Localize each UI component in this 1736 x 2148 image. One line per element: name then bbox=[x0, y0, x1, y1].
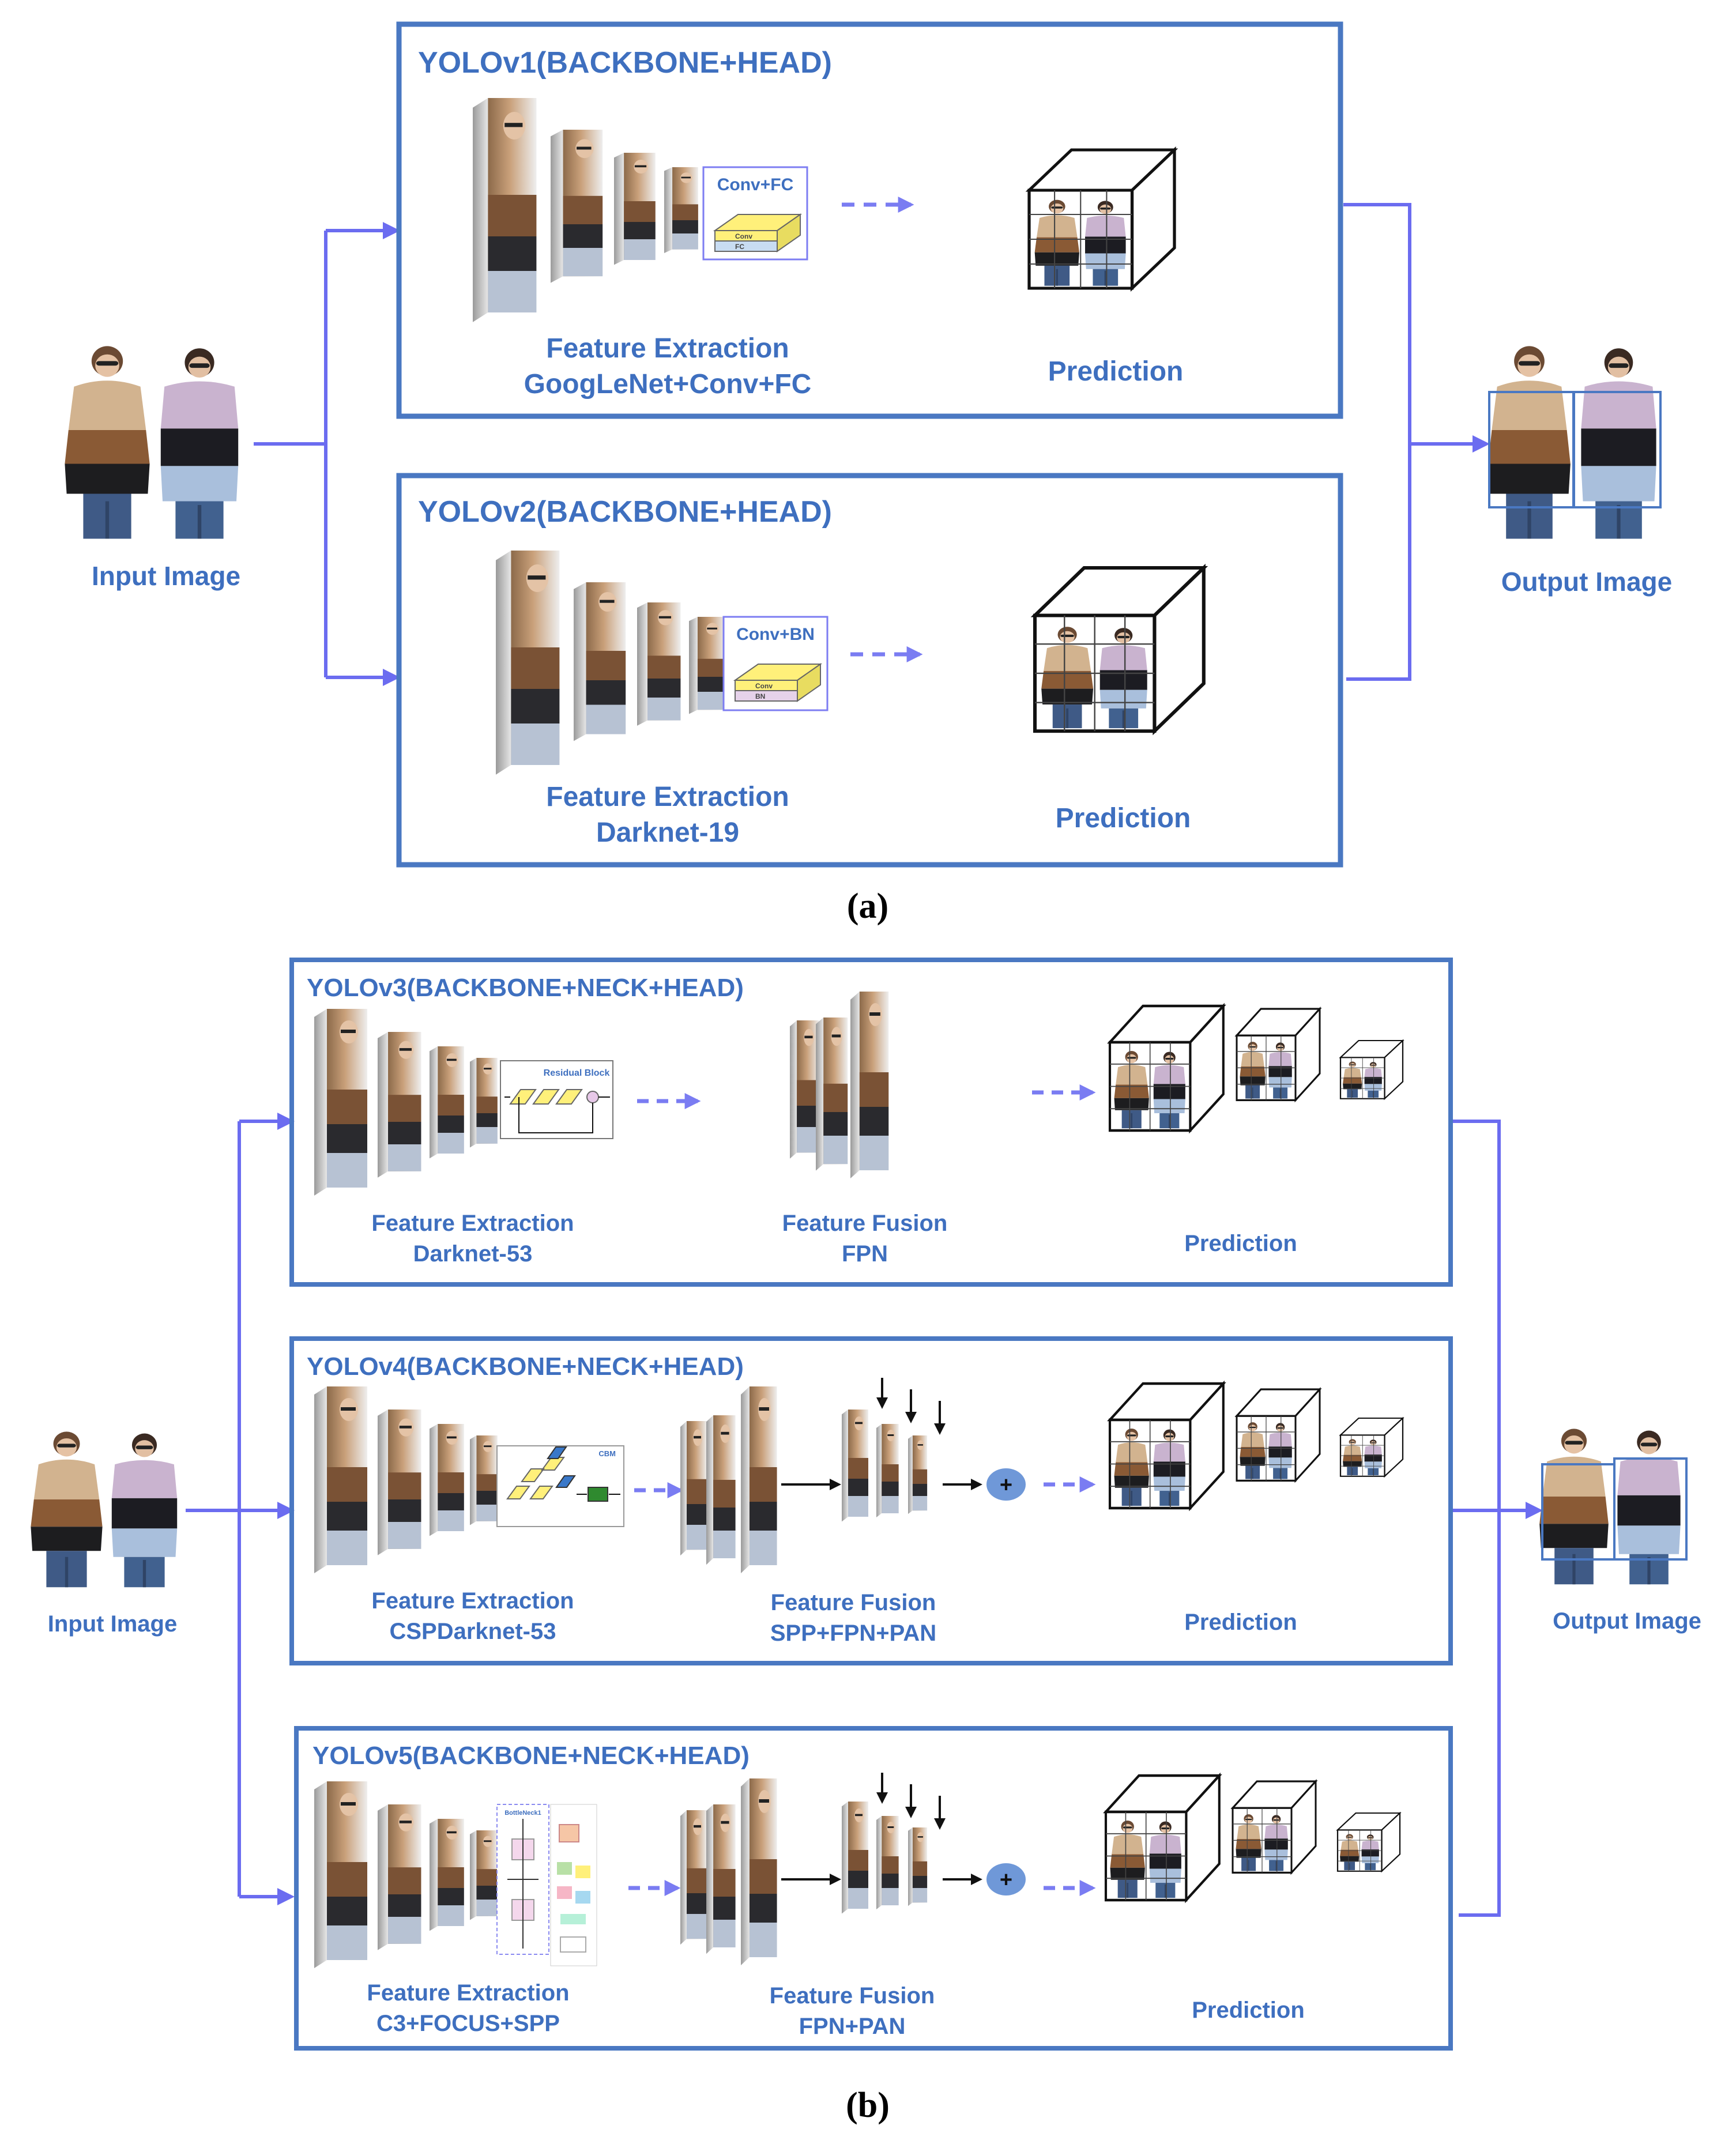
yolov5-fusion-arrows bbox=[781, 1773, 982, 1885]
yolov4-feature-line1: Feature Extraction bbox=[371, 1588, 574, 1614]
svg-text:Conv: Conv bbox=[735, 232, 752, 240]
yolov4-feature-line2: CSPDarknet-53 bbox=[389, 1619, 556, 1644]
yolov3-residual-block: Residual Block bbox=[500, 1060, 613, 1139]
svg-text:Conv+BN: Conv+BN bbox=[736, 625, 815, 644]
yolov1-box: YOLOv1(BACKBONE+HEAD) Conv+FC Conv FC Fe… bbox=[396, 21, 1343, 419]
yolov5-box: YOLOv5(BACKBONE+NECK+HEAD) BottleNeck1 bbox=[294, 1726, 1453, 2051]
yolov5-c3-block: BottleNeck1 bbox=[496, 1804, 597, 1966]
yolov2-conv-bn-block: Conv+BN Conv BN bbox=[722, 616, 829, 711]
yolov3-backbone-layers bbox=[314, 1009, 498, 1196]
yolov5-prediction-cubes bbox=[1106, 1776, 1400, 1900]
yolov5-feature-line1: Feature Extraction bbox=[367, 1980, 569, 2006]
panel-a-input-image bbox=[65, 346, 239, 539]
yolov1-prediction-cube bbox=[1029, 150, 1174, 288]
yolov3-neck-layers bbox=[790, 992, 889, 1178]
yolov1-feature-line1: Feature Extraction bbox=[546, 333, 789, 364]
yolov1-backbone-layers bbox=[473, 98, 698, 322]
yolov4-cbm-block: CBM bbox=[496, 1445, 624, 1527]
yolov3-fusion-line1: Feature Fusion bbox=[782, 1211, 948, 1236]
yolov2-box: YOLOv2(BACKBONE+HEAD) Conv+BN Conv BN Fe… bbox=[396, 473, 1343, 868]
yolov2-prediction-label: Prediction bbox=[1056, 803, 1191, 834]
yolov3-fusion-line2: FPN bbox=[842, 1241, 888, 1267]
svg-text:Conv+FC: Conv+FC bbox=[717, 175, 794, 194]
yolov5-prediction-label: Prediction bbox=[1192, 1998, 1305, 2023]
yolov4-plus-node: + bbox=[986, 1468, 1026, 1501]
yolov1-title: YOLOv1(BACKBONE+HEAD) bbox=[418, 46, 832, 80]
yolov1-conv-fc-block: Conv+FC Conv FC bbox=[702, 166, 808, 261]
yolov3-prediction-cubes bbox=[1110, 1006, 1403, 1130]
yolov4-prediction-cubes bbox=[1110, 1384, 1403, 1508]
yolov3-feature-line1: Feature Extraction bbox=[371, 1211, 574, 1236]
yolov5-title: YOLOv5(BACKBONE+NECK+HEAD) bbox=[312, 1742, 750, 1770]
panel-a-input-label: Input Image bbox=[92, 561, 240, 591]
yolov3-title: YOLOv3(BACKBONE+NECK+HEAD) bbox=[307, 974, 744, 1002]
panel-b-output-image bbox=[1539, 1429, 1688, 1585]
yolov1-feature-line2: GoogLeNet+Conv+FC bbox=[524, 369, 812, 400]
yolov3-box: YOLOv3(BACKBONE+NECK+HEAD) Residual Bloc… bbox=[289, 958, 1453, 1287]
svg-text:+: + bbox=[1000, 1868, 1012, 1892]
yolov3-feature-line2: Darknet-53 bbox=[413, 1241, 533, 1267]
panel-b-output-label: Output Image bbox=[1553, 1608, 1701, 1634]
yolov5-plus-node: + bbox=[986, 1863, 1026, 1895]
yolov5-backbone-layers bbox=[314, 1781, 498, 1968]
svg-text:BN: BN bbox=[755, 692, 765, 700]
yolov2-backbone-layers bbox=[496, 551, 725, 775]
svg-text:Conv: Conv bbox=[755, 682, 773, 690]
yolov2-feature-line2: Darknet-19 bbox=[596, 817, 739, 848]
yolov4-neck-layers bbox=[680, 1386, 928, 1573]
yolov5-fusion-line1: Feature Fusion bbox=[770, 1983, 935, 2008]
panel-a-output-image bbox=[1488, 346, 1662, 539]
panel-b-connectors bbox=[186, 1113, 1543, 1917]
yolov4-fusion-line2: SPP+FPN+PAN bbox=[770, 1621, 936, 1646]
yolov5-neck-layers bbox=[680, 1778, 928, 1965]
yolov2-title: YOLOv2(BACKBONE+HEAD) bbox=[418, 495, 832, 529]
yolov2-feature-line1: Feature Extraction bbox=[546, 782, 789, 812]
yolov3-prediction-label: Prediction bbox=[1184, 1231, 1297, 1256]
panel-b-caption: (b) bbox=[846, 2086, 890, 2125]
svg-text:CBM: CBM bbox=[598, 1449, 616, 1458]
yolov4-backbone-layers bbox=[314, 1386, 498, 1573]
panel-b-input-label: Input Image bbox=[48, 1611, 177, 1637]
yolov4-title: YOLOv4(BACKBONE+NECK+HEAD) bbox=[307, 1352, 744, 1381]
yolov4-prediction-label: Prediction bbox=[1184, 1610, 1297, 1635]
panel-b-input-image bbox=[31, 1431, 178, 1588]
panel-a-connectors bbox=[254, 203, 1490, 686]
yolov4-fusion-line1: Feature Fusion bbox=[771, 1590, 936, 1615]
yolov4-fusion-arrows bbox=[781, 1378, 982, 1490]
svg-text:+: + bbox=[1000, 1473, 1012, 1497]
yolov1-prediction-label: Prediction bbox=[1048, 356, 1184, 387]
panel-a-output-label: Output Image bbox=[1501, 567, 1672, 597]
panel-a-caption: (a) bbox=[847, 887, 888, 926]
yolov4-box: YOLOv4(BACKBONE+NECK+HEAD) CBM bbox=[289, 1336, 1453, 1665]
svg-text:Residual Block: Residual Block bbox=[544, 1068, 610, 1078]
svg-text:BottleNeck1: BottleNeck1 bbox=[504, 1810, 541, 1817]
yolov2-prediction-cube bbox=[1035, 568, 1204, 731]
yolov5-fusion-line2: FPN+PAN bbox=[799, 2014, 906, 2039]
yolov5-feature-line2: C3+FOCUS+SPP bbox=[376, 2011, 560, 2036]
svg-text:FC: FC bbox=[735, 243, 744, 251]
